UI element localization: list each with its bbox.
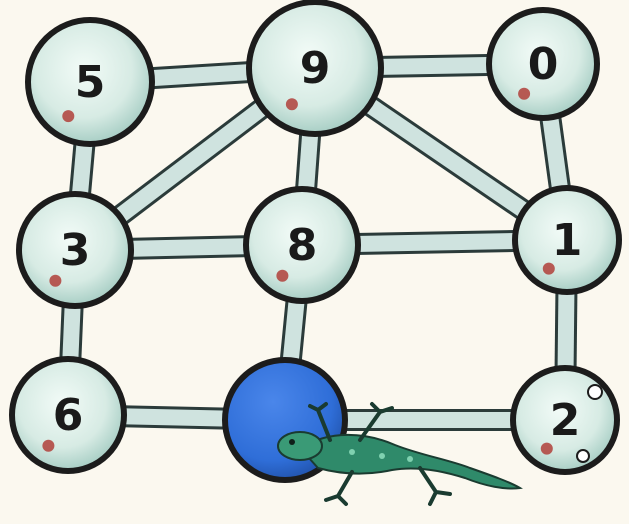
- bubble-icon: [576, 449, 590, 463]
- node-circle: [9, 356, 127, 474]
- node-label-9: 9: [300, 43, 331, 94]
- node-circle: [16, 191, 134, 309]
- node-label-3: 3: [60, 225, 91, 276]
- node-label-8: 8: [287, 220, 318, 271]
- node-8: 8: [243, 186, 361, 304]
- lizard-icon: [277, 402, 523, 506]
- node-circle: [25, 17, 155, 147]
- node-0: 0: [486, 7, 600, 121]
- node-spot: [542, 262, 555, 275]
- bubble-icon: [587, 384, 603, 400]
- node-circle: [246, 0, 384, 137]
- node-spot: [49, 274, 62, 287]
- node-circle: [486, 7, 600, 121]
- node-spot: [62, 110, 75, 123]
- node-9: 9: [246, 0, 384, 137]
- node-circle: [243, 186, 361, 304]
- node-label-2: 2: [550, 395, 581, 446]
- node-spot: [42, 439, 55, 452]
- node-label-0: 0: [528, 39, 559, 90]
- node-2: 2: [510, 365, 620, 475]
- node-1: 1: [512, 185, 622, 295]
- node-3: 3: [16, 191, 134, 309]
- node-spot: [285, 98, 298, 111]
- node-spot: [518, 87, 531, 100]
- node-spot: [276, 269, 289, 282]
- node-spot: [540, 442, 553, 455]
- node-5: 5: [25, 17, 155, 147]
- node-circle: [512, 185, 622, 295]
- node-label-1: 1: [552, 215, 583, 266]
- node-6: 6: [9, 356, 127, 474]
- node-label-6: 6: [53, 390, 84, 441]
- node-label-5: 5: [75, 57, 106, 108]
